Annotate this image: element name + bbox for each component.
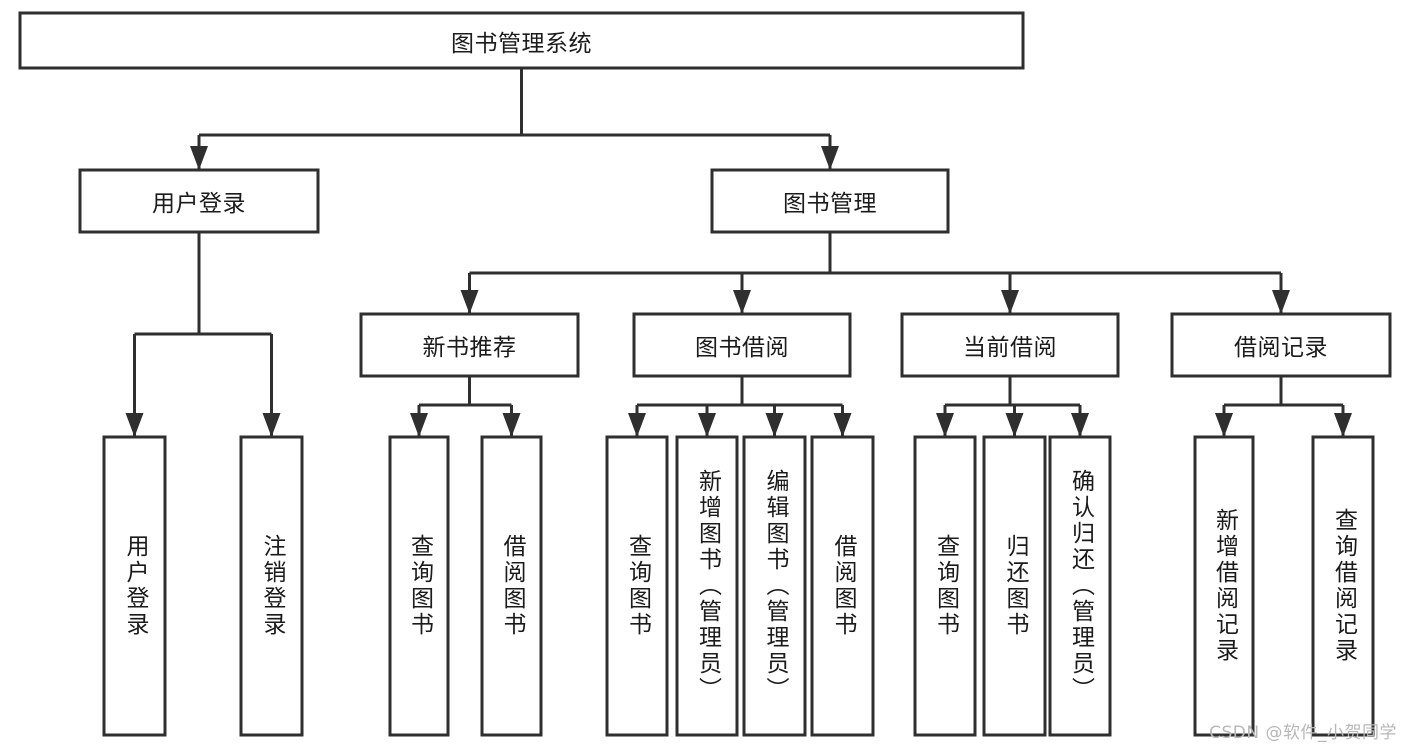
arrow-head-icon [1272, 290, 1290, 314]
arrow-head-icon [1215, 413, 1233, 437]
node-box-leaf_12[interactable] [1311, 435, 1375, 737]
arrow-head-icon [765, 413, 784, 437]
node-box-l3_1[interactable] [632, 312, 852, 378]
arrow-head-icon [410, 413, 428, 437]
node-box-l3_3[interactable] [1170, 312, 1392, 378]
arrow-head-icon [733, 290, 751, 314]
node-box-leaf_5[interactable] [675, 435, 739, 737]
arrow-head-icon [833, 413, 852, 437]
node-box-leaf_9[interactable] [982, 435, 1047, 737]
arrow-head-icon [1005, 413, 1024, 437]
node-box-l3_0[interactable] [359, 312, 580, 378]
node-box-root[interactable] [18, 11, 1025, 70]
arrow-head-icon [1071, 413, 1089, 437]
node-box-leaf_8[interactable] [913, 435, 977, 737]
arrow-head-icon [1001, 290, 1019, 314]
node-box-leaf_10[interactable] [1048, 435, 1112, 737]
node-box-l2_1[interactable] [710, 168, 950, 234]
node-box-leaf_6[interactable] [742, 435, 807, 737]
arrow-head-icon [628, 413, 646, 437]
edges-layer [125, 68, 1352, 437]
node-box-leaf_7[interactable] [810, 435, 875, 737]
arrow-head-icon [1334, 413, 1352, 437]
arrow-head-icon [125, 413, 144, 437]
node-box-leaf_0[interactable] [102, 435, 167, 737]
arrow-head-icon [460, 290, 479, 314]
arrow-head-icon [190, 146, 208, 170]
nodes-layer [18, 11, 1392, 737]
node-box-l2_0[interactable] [78, 168, 320, 234]
arrow-head-icon [262, 413, 281, 437]
node-box-leaf_11[interactable] [1193, 435, 1255, 737]
node-box-l3_2[interactable] [900, 312, 1120, 378]
node-box-leaf_4[interactable] [605, 435, 669, 737]
arrow-head-icon [821, 146, 839, 170]
node-box-leaf_1[interactable] [239, 435, 304, 737]
arrow-head-icon [698, 413, 716, 437]
watermark-text: CSDN @软件_小贺同学 [1209, 723, 1397, 743]
arrow-head-icon [502, 413, 521, 437]
arrow-head-icon [936, 413, 954, 437]
node-box-leaf_2[interactable] [388, 435, 450, 737]
node-box-leaf_3[interactable] [480, 435, 543, 737]
